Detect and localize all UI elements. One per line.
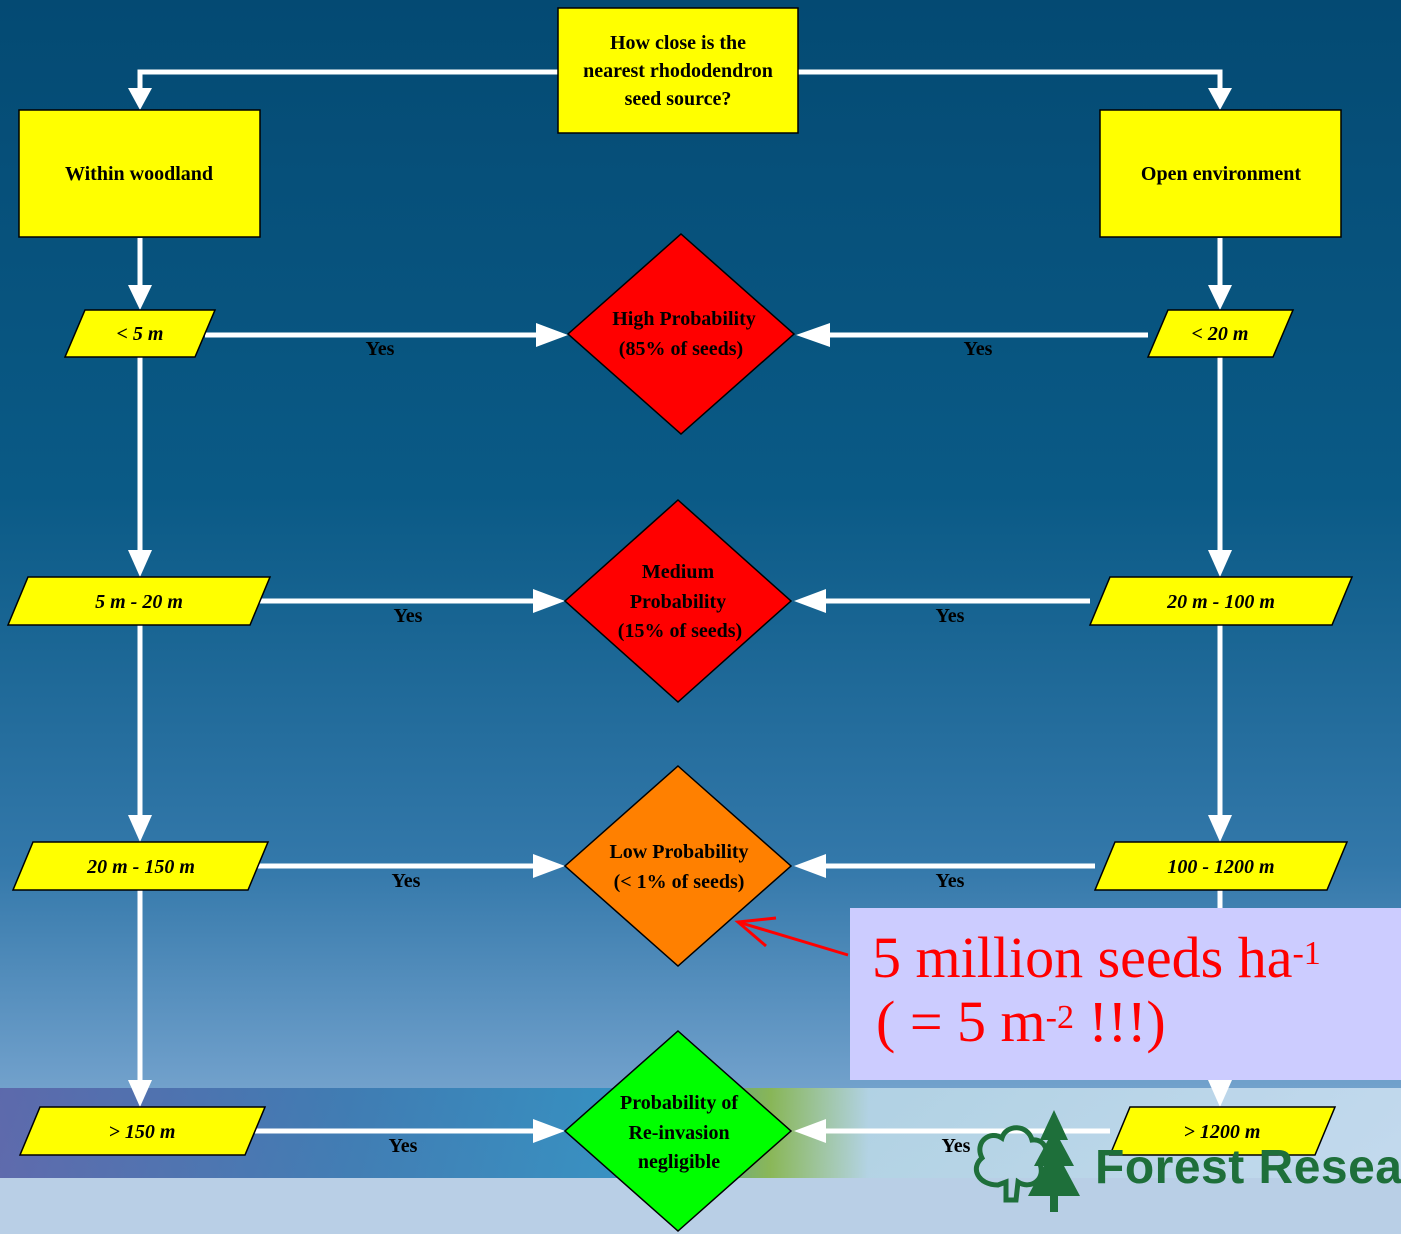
yes-label: Yes	[942, 1135, 971, 1157]
outcome-diamond-medium	[563, 498, 793, 704]
distance-label: > 150 m	[109, 1121, 176, 1143]
branch-label-left: Within woodland	[65, 163, 213, 185]
connector-question-right	[798, 69, 1223, 92]
callout-text: 5 million seeds ha	[872, 925, 1293, 990]
distance-label: 20 m - 150 m	[86, 856, 195, 878]
distance-label: < 20 m	[1192, 323, 1249, 345]
forest-research-logo-text: Forest Resear	[1095, 1141, 1401, 1194]
arrowheads	[128, 88, 1232, 1143]
arrowhead-down	[128, 550, 152, 577]
distance-left-1: < 5 m	[63, 309, 217, 358]
yes-label: Yes	[964, 338, 993, 360]
yes-label: Yes	[936, 870, 965, 892]
arrowhead-right	[533, 854, 565, 878]
outcome-diamond-negligible	[563, 1029, 793, 1233]
distance-label: < 5 m	[117, 323, 164, 345]
forest-research-logo-icon	[974, 1110, 1080, 1212]
distance-right-2: 20 m - 100 m	[1088, 576, 1354, 626]
callout-superscript: -2	[1045, 999, 1074, 1036]
branch-box-left: Within woodland	[18, 109, 261, 238]
arrowhead-left	[796, 323, 830, 347]
arrowhead-down	[1208, 550, 1232, 577]
branch-label-right: Open environment	[1141, 163, 1302, 185]
connector-question-left	[137, 69, 558, 92]
callout-line-1: 5 million seeds ha-1	[872, 925, 1321, 990]
question-box: How close is the nearest rhododendron se…	[557, 7, 799, 134]
outcome-line: (15% of seeds)	[618, 620, 742, 642]
outcome-line: (< 1% of seeds)	[614, 871, 745, 893]
outcome-negligible: Probability of Re-invasion negligible	[563, 1029, 793, 1233]
distance-left-3: 20 m - 150 m	[11, 841, 270, 891]
outcome-diamond-low	[563, 764, 793, 968]
arrowhead-down	[1208, 285, 1232, 310]
yes-label: Yes	[936, 605, 965, 627]
callout-text: !!!)	[1073, 989, 1166, 1054]
question-line-3: seed source?	[625, 88, 732, 110]
arrowhead-right	[536, 323, 568, 347]
callout-line-2: ( = 5 m-2 !!!)	[872, 990, 1401, 1054]
distance-label: 20 m - 100 m	[1166, 591, 1275, 613]
outcome-line: Probability	[630, 591, 726, 613]
annotation-arrow	[734, 916, 849, 957]
callout-superscript: -1	[1292, 935, 1321, 972]
seed-density-callout: 5 million seeds ha-1 ( = 5 m-2 !!!)	[850, 908, 1401, 1080]
outcome-line: High Probability	[612, 308, 756, 330]
outcome-line: Low Probability	[609, 841, 748, 863]
arrowhead-down	[128, 1080, 152, 1107]
outcome-diamond-high	[566, 232, 796, 436]
question-line-2: nearest rhododendron	[583, 60, 773, 82]
arrowhead-down	[1208, 815, 1232, 842]
yes-label: Yes	[389, 1135, 418, 1157]
outcome-low-probability: Low Probability (< 1% of seeds)	[563, 764, 793, 968]
outcome-medium-probability: Medium Probability (15% of seeds)	[563, 498, 793, 704]
arrowhead-left	[794, 854, 826, 878]
yes-label: Yes	[366, 338, 395, 360]
arrowhead-left	[794, 589, 826, 613]
arrowhead-right	[533, 589, 565, 613]
arrowhead-left	[794, 1119, 826, 1143]
yes-label: Yes	[392, 870, 421, 892]
outcome-line: (85% of seeds)	[619, 338, 743, 360]
arrowhead-down	[128, 88, 152, 110]
distance-label: 5 m - 20 m	[95, 591, 183, 613]
connectors	[137, 69, 1223, 1134]
arrowhead-right	[533, 1119, 565, 1143]
distance-right-4: > 1200 m	[1108, 1106, 1337, 1156]
yes-label: Yes	[394, 605, 423, 627]
outcome-line: negligible	[638, 1151, 720, 1173]
distance-right-3: 100 - 1200 m	[1093, 841, 1349, 891]
distance-label: > 1200 m	[1184, 1121, 1261, 1143]
distance-right-1: < 20 m	[1146, 309, 1295, 358]
outcome-line: Probability of	[620, 1092, 738, 1114]
arrowhead-down	[1208, 1080, 1232, 1107]
callout-text: ( = 5 m	[876, 989, 1046, 1054]
arrowhead-down	[128, 285, 152, 310]
distance-left-4: > 150 m	[18, 1106, 267, 1156]
yes-labels: Yes Yes Yes Yes Yes Yes Yes Yes	[366, 338, 993, 1157]
question-line-1: How close is the	[610, 32, 746, 54]
outcome-line: Medium	[642, 561, 715, 583]
distance-left-2: 5 m - 20 m	[6, 576, 272, 626]
branch-box-right: Open environment	[1099, 109, 1342, 238]
arrowhead-down	[128, 815, 152, 842]
arrowhead-down	[1208, 88, 1232, 110]
outcome-high-probability: High Probability (85% of seeds)	[566, 232, 796, 436]
distance-label: 100 - 1200 m	[1167, 856, 1274, 878]
outcome-line: Re-invasion	[628, 1122, 729, 1144]
